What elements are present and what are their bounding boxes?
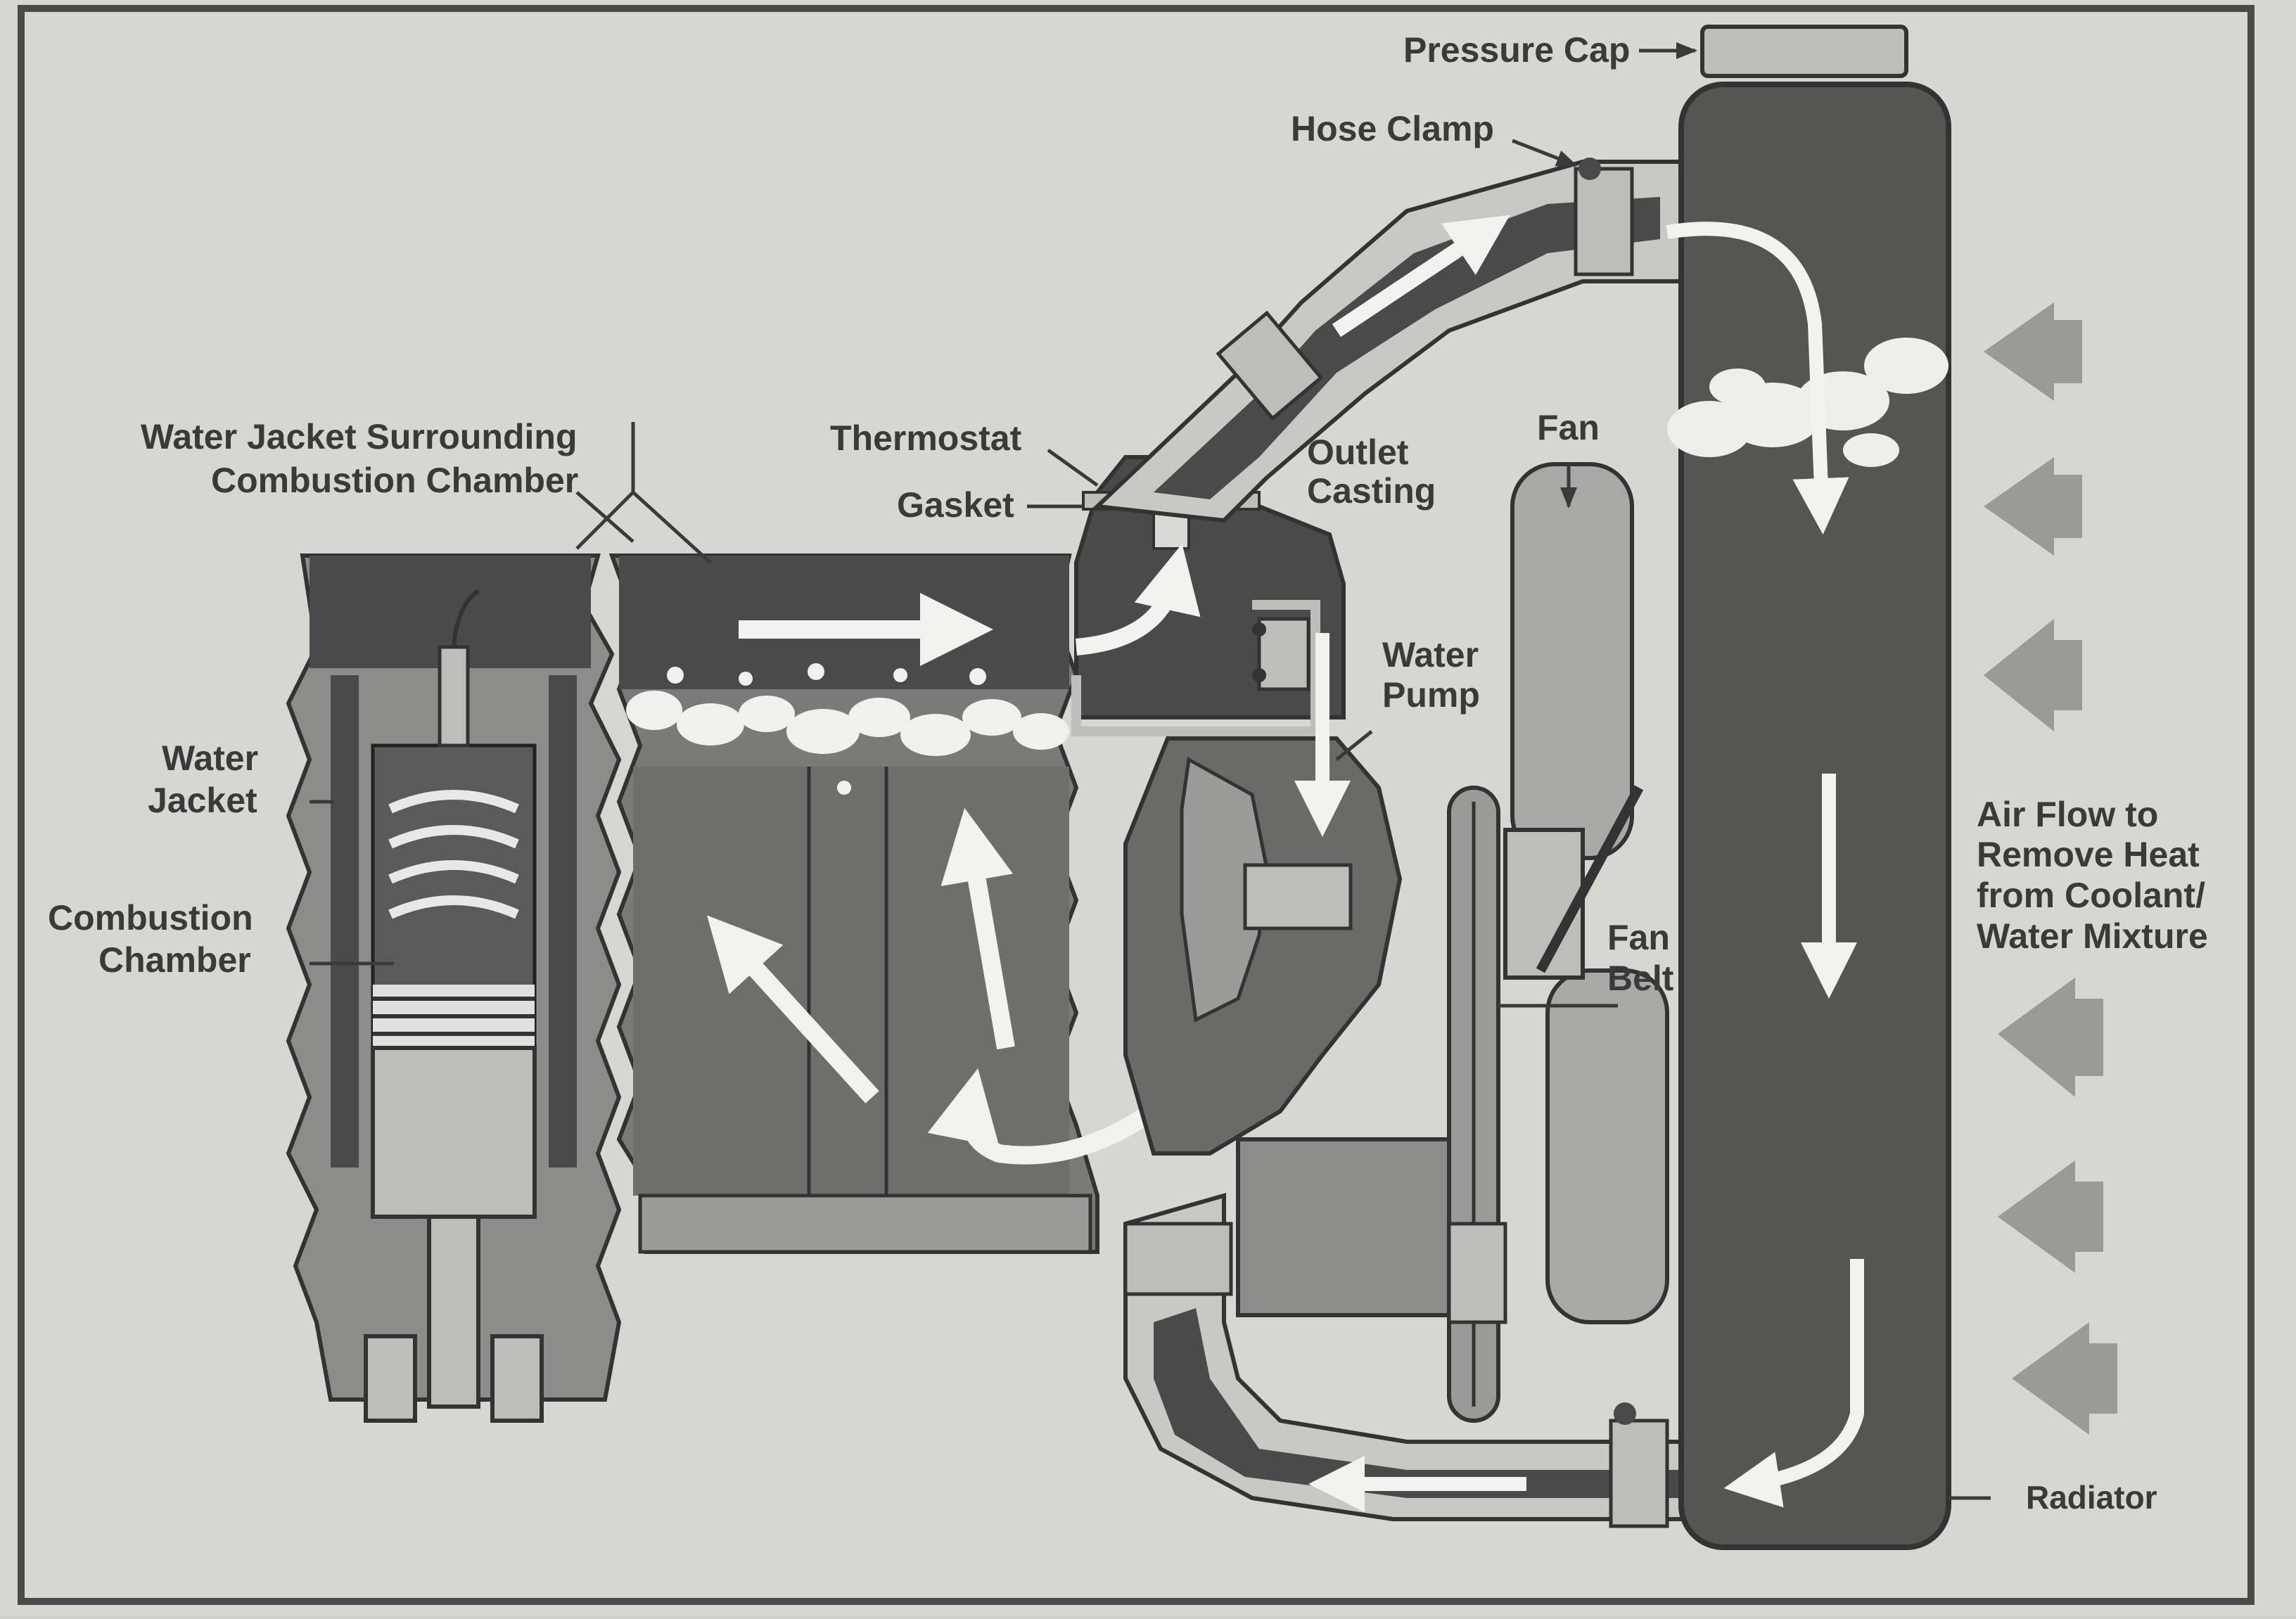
- label-outlet-casting-1: Outlet: [1307, 433, 1409, 472]
- rod-bearing-right: [490, 1334, 544, 1423]
- label-water-pump-1: Water: [1382, 635, 1479, 674]
- label-combustion-chamber-2: Chamber: [98, 940, 251, 980]
- label-outlet-casting-2: Casting: [1307, 471, 1436, 511]
- label-thermostat: Thermostat: [830, 418, 1022, 458]
- steam-bubbles: [626, 663, 1069, 795]
- fan-blade-lower: [1545, 968, 1669, 1324]
- air-arrow-3: [1984, 619, 2054, 731]
- connecting-rod: [427, 1215, 480, 1409]
- leader-lines: [310, 42, 1991, 1500]
- fan-hub: [1503, 828, 1585, 980]
- flow-arrow-upper-hose: [1332, 215, 1510, 338]
- flow-arrow-radiator-top: [1666, 222, 1849, 535]
- block-base: [638, 1194, 1092, 1254]
- upper-hose-clamp-lower: [1216, 310, 1324, 421]
- belt-pulley-lower: [1447, 1222, 1507, 1324]
- label-air-flow-4: Water Mixture: [1977, 916, 2208, 956]
- block-lower-section: [633, 767, 1069, 1196]
- water-pump-impeller: [1180, 757, 1268, 1023]
- pressure-cap: [1700, 25, 1908, 78]
- label-air-flow-3: from Coolant/: [1977, 876, 2205, 915]
- pump-shaft: [1243, 863, 1353, 930]
- label-water-jacket-2: Jacket: [148, 781, 257, 820]
- air-arrow-1: [1984, 302, 2054, 401]
- label-water-jacket-surrounding-2: Combustion Chamber: [211, 461, 578, 500]
- label-pressure-cap: Pressure Cap: [1403, 30, 1630, 70]
- air-arrow-5: [1998, 1160, 2075, 1273]
- spark-plug: [438, 645, 470, 748]
- fan-hub-arm: [1536, 785, 1644, 973]
- flow-arrow-block-mid: [940, 807, 1015, 1050]
- combustion-wave-3: [388, 860, 519, 884]
- upper-hose-coolant: [1154, 197, 1660, 499]
- fan-assembly: [1447, 462, 1669, 1423]
- label-hose-clamp: Hose Clamp: [1291, 109, 1494, 148]
- air-arrow-6: [2012, 1322, 2089, 1435]
- air-flow-arrows: [1984, 302, 2117, 1435]
- fan-blade-upper: [1510, 462, 1634, 860]
- water-jacket-wall-right: [549, 675, 577, 1167]
- label-air-flow-1: Air Flow to: [1977, 795, 2158, 834]
- engine-block: [608, 553, 1202, 1254]
- rod-bearing-left: [364, 1334, 417, 1423]
- label-fan-belt-1: Fan: [1607, 918, 1670, 957]
- label-water-pump-2: Pump: [1382, 675, 1480, 715]
- label-water-jacket-1: Water: [162, 738, 258, 778]
- thermostat-and-pump: [1071, 453, 1451, 1317]
- upper-hose-clamp-upper: [1574, 167, 1634, 276]
- label-combustion-chamber-1: Combustion: [48, 898, 253, 938]
- flow-arrow-block-left: [707, 915, 879, 1103]
- air-arrow-4: [1998, 978, 2075, 1097]
- label-radiator: Radiator: [2026, 1479, 2157, 1516]
- lower-hose-clamp-pump: [1123, 1222, 1233, 1296]
- label-gasket: Gasket: [897, 485, 1014, 525]
- water-jacket-wall-left: [331, 675, 359, 1167]
- page-border: [18, 5, 2254, 1605]
- label-water-jacket-surrounding-1: Water Jacket Surrounding: [141, 417, 577, 456]
- label-air-flow-2: Remove Heat: [1977, 835, 2200, 874]
- pump-housing-lower: [1236, 1137, 1451, 1317]
- spark-plug-wire: [452, 589, 480, 648]
- piston: [371, 1046, 537, 1219]
- upper-radiator-hose: [1092, 158, 1690, 523]
- combustion-wave-2: [388, 825, 519, 849]
- air-arrow-2: [1984, 457, 2054, 556]
- cylinder-cutaway: [286, 553, 622, 1423]
- pump-bolts: [1257, 617, 1310, 691]
- combustion-wave-4: [388, 895, 519, 919]
- radiator-assembly: [1666, 25, 1951, 1550]
- lower-hose-clamp-radiator: [1609, 1419, 1669, 1528]
- combustion-wave-1: [388, 790, 519, 814]
- label-fan-belt-2: Belt: [1607, 959, 1674, 998]
- flow-arrow-thermostat: [1075, 544, 1201, 655]
- flow-arrow-radiator-bottom: [1723, 1259, 1864, 1508]
- label-fan: Fan: [1537, 408, 1600, 447]
